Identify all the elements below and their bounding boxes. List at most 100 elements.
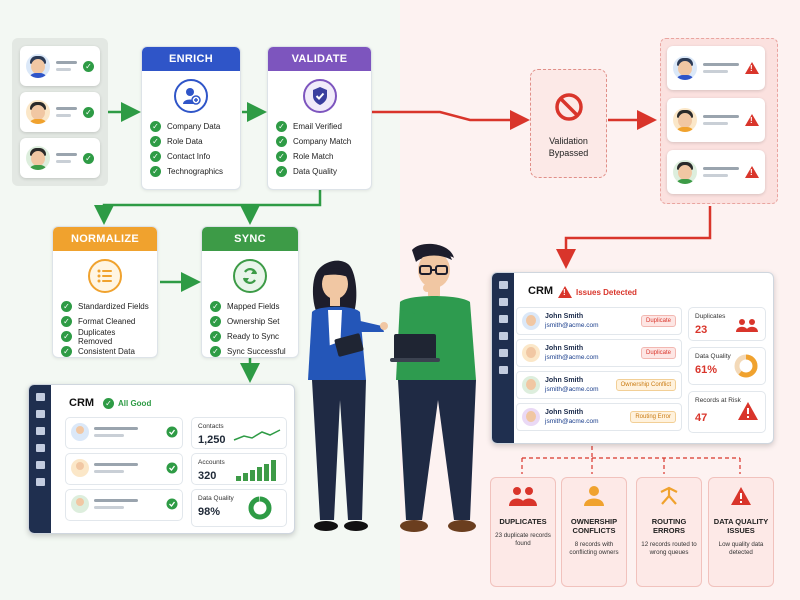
enrich-item: ✓Role Data: [150, 134, 232, 149]
enrich-item: ✓ Technographics: [150, 164, 232, 179]
home-icon[interactable]: [35, 393, 45, 401]
accounts-stat: Accounts 320: [191, 453, 287, 485]
records-at-risk-label: Records at Risk: [695, 397, 741, 404]
sync-item-label: Ownership Set: [227, 317, 280, 326]
user-icon[interactable]: [35, 410, 45, 418]
data-quality-label: Data Quality: [695, 353, 731, 360]
avatar: [522, 344, 540, 362]
list-icon: [88, 259, 122, 293]
record-card: ✓: [20, 46, 100, 86]
warning-icon: !: [745, 114, 759, 126]
check-icon: ✓: [150, 166, 161, 177]
record-card: ✓: [20, 92, 100, 132]
chart-icon[interactable]: [35, 461, 45, 469]
record-card: !: [667, 46, 765, 90]
refresh-icon: [233, 259, 267, 293]
contacts-value: 1,250: [198, 434, 226, 446]
people-illustration: [308, 243, 476, 532]
issue-tag: Routing Error: [630, 411, 676, 423]
check-icon: ✓: [150, 121, 161, 132]
building-icon[interactable]: [498, 315, 508, 323]
enrich-item-label: Technographics: [167, 167, 224, 176]
gear-icon[interactable]: [498, 366, 508, 374]
sync-box: SYNC ✓Mapped Fields✓Ownership Set✓Ready …: [201, 226, 299, 358]
issue-tag: Ownership Conflict: [615, 379, 676, 391]
enrich-box: ENRICH ✓Company Data✓Role Data✓Contact I…: [141, 46, 241, 190]
sync-item: ✓Ownership Set: [210, 314, 290, 329]
normalize-item: ✓Duplicates Removed: [61, 328, 149, 346]
record-name: John Smith: [545, 313, 584, 320]
issue-description: 8 records with conflicting owners: [569, 541, 619, 556]
man-figure: [390, 243, 476, 532]
sync-item-label: Mapped Fields: [227, 302, 280, 311]
crm-issues-title: CRM: [528, 285, 554, 297]
avatar: [673, 160, 697, 184]
record-card: ✓: [20, 138, 100, 178]
issue-title: OWNERSHIP CONFLICTS: [570, 517, 618, 535]
record-email: jsmith@acme.com: [545, 322, 599, 329]
routing-icon: [658, 486, 680, 511]
enrich-item: ✓Company Data: [150, 119, 232, 134]
crm-good-record: [65, 417, 183, 449]
enrich-item: ✓Contact Info: [150, 149, 232, 164]
check-icon: ✓: [61, 316, 72, 327]
validate-item: ✓Role Match: [276, 149, 363, 164]
bypass-label-line2: Bypassed: [548, 148, 589, 158]
data-quality-stat: Data Quality 98%: [191, 489, 287, 527]
check-icon: ✓: [61, 331, 72, 342]
chart-icon[interactable]: [498, 349, 508, 357]
avatar: [522, 312, 540, 330]
home-icon[interactable]: [498, 281, 508, 289]
check-icon: ✓: [61, 301, 72, 312]
check-icon: ✓: [150, 136, 161, 147]
normalize-box: NORMALIZE ✓Standardized Fields✓Format Cl…: [52, 226, 158, 358]
check-icon: ✓: [276, 136, 287, 147]
building-icon[interactable]: [35, 427, 45, 435]
check-icon: ✓: [276, 121, 287, 132]
sync-item-label: Sync Successful: [227, 347, 286, 356]
gear-icon[interactable]: [35, 478, 45, 486]
avatar: [26, 100, 50, 124]
crm-record-row[interactable]: John Smith jsmith@acme.com Duplicate: [516, 307, 682, 335]
crm-panel-good: CRM ✓ All Good Contacts 1,250 Accounts 3…: [28, 384, 295, 534]
record-card: !: [667, 98, 765, 142]
dollar-icon[interactable]: [498, 332, 508, 340]
avatar: [26, 146, 50, 170]
avatar: [522, 408, 540, 426]
sync-item: ✓Sync Successful: [210, 344, 290, 357]
accounts-value: 320: [198, 470, 217, 482]
normalize-item: ✓ Format Cleaned: [61, 314, 149, 329]
normalize-title: NORMALIZE: [53, 227, 157, 251]
issue-title: DATA QUALITY ISSUES: [713, 517, 769, 535]
dollar-icon[interactable]: [35, 444, 45, 452]
record-info: John Smith jsmith@acme.com: [545, 312, 599, 330]
warning-icon: !: [745, 62, 759, 74]
issue-description: 23 duplicate records found: [495, 532, 551, 547]
validate-title: VALIDATE: [268, 47, 371, 71]
issue-title: DUPLICATES: [499, 517, 547, 526]
duplicates-stat: Duplicates 23: [688, 307, 766, 341]
validate-item: ✓Company Match: [276, 134, 363, 149]
sync-item: ✓Ready to Sync: [210, 329, 290, 344]
data-quality-value: 61%: [695, 364, 718, 376]
bypass-label-line1: Validation: [549, 136, 588, 146]
check-icon: ✓: [83, 60, 94, 72]
check-icon: ✓: [103, 398, 114, 409]
normalize-item: ✓Consistent Data: [61, 344, 149, 357]
issue-card: OWNERSHIP CONFLICTS 8 records with confli…: [561, 477, 627, 587]
data-quality-value: 98%: [198, 506, 221, 518]
issue-tag: Duplicate: [640, 315, 676, 327]
avatar: [522, 376, 540, 394]
prohibited-icon: [554, 92, 584, 127]
user-icon[interactable]: [498, 298, 508, 306]
sync-title: SYNC: [202, 227, 298, 251]
normalize-item-label: Format Cleaned: [78, 317, 136, 326]
check-icon: ✓: [150, 151, 161, 162]
data-quality-label: Data Quality: [198, 495, 234, 502]
